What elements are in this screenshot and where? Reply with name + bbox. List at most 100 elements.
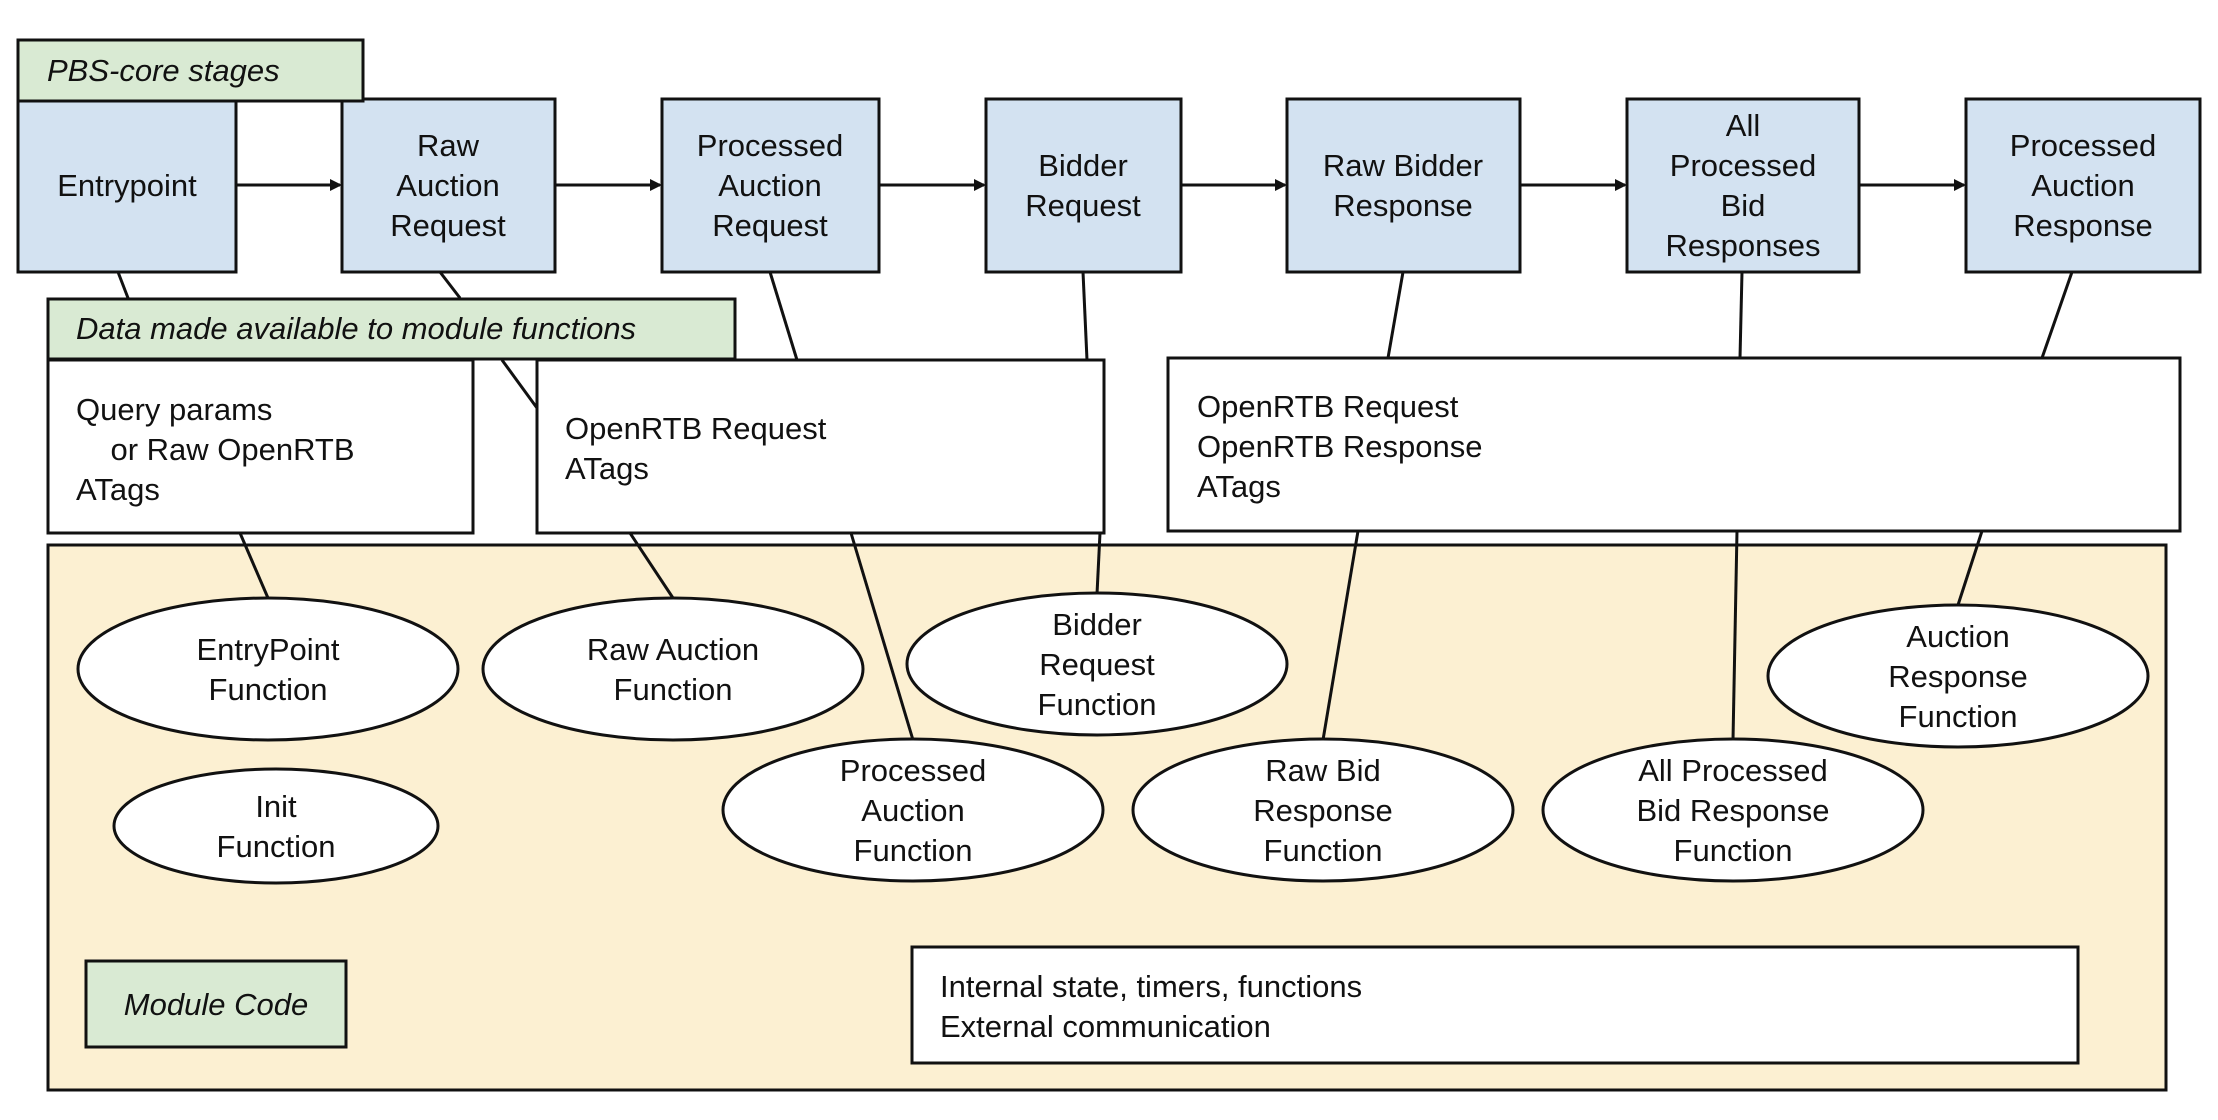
text-line: Function [614,672,733,707]
text-line: Response [2013,208,2153,243]
text-line: Init [255,789,297,824]
module-code-label: Module Code [124,987,308,1022]
raw-auction-function-ellipse [481,596,865,742]
data-box-responses [1166,356,2182,533]
text-line: All Processed [1638,753,1828,788]
text-line: Responses [1665,228,1820,263]
connector-data3-to-allprocessedfn [1731,530,1739,741]
internal-state-box [910,945,2080,1065]
all-processed-bid-response-function-ellipse [1541,737,1925,883]
text-line: Auction [2031,168,2134,203]
stage-box-raw-bidder-response [1285,97,1522,274]
text-line: Auction [1906,619,2009,654]
raw-bid-response-function-ellipse [1131,737,1515,883]
connector-bidderrequest-to-data2 [1081,271,1089,361]
connector-lines [116,271,2074,741]
connector-data1-to-entrypointfn [238,532,270,599]
text-line: Auction [396,168,499,203]
pbs-core-stages-label-box [16,38,365,103]
connector-rawauction-to-data2 [438,271,462,299]
text-line: Request [1039,647,1155,682]
function-ellipses [76,591,2150,885]
connector-entrypoint-to-data1 [116,271,130,299]
connector-rawauction-to-data2-lower [500,359,539,409]
connector-data2-to-bidderrequestfn [1095,532,1102,595]
text-line: Raw Bid [1265,753,1380,788]
text-line: Bidder [1052,607,1142,642]
stage-box-bidder-request [984,97,1183,274]
text-line: Bid [1721,188,1766,223]
text-line: Function [217,829,336,864]
text-line: Processed [1670,148,1816,183]
text-line: Raw Bidder [1323,148,1483,183]
data-boxes [46,356,2182,535]
text-line: Auction [718,168,821,203]
text-line: Function [1674,833,1793,868]
text-line: EntryPoint [196,632,339,667]
text-line: ATags [1197,469,1281,504]
text-line: Response [1333,188,1473,223]
text-line: Raw [417,128,480,163]
text-line: Function [1264,833,1383,868]
text-line: Internal state, timers, functions [940,969,1362,1004]
text-line: Bid Response [1636,793,1829,828]
stage-box-all-processed-bid-responses [1625,97,1861,274]
connector-data3-to-rawbidfn [1321,530,1360,741]
stage-boxes [16,97,2202,274]
data-box-entrypoint [46,358,475,535]
stage-box-entrypoint [16,97,238,274]
text-line: Response [1253,793,1393,828]
text-line: Raw Auction [587,632,759,667]
text-line: Function [1899,699,2018,734]
text-line: OpenRTB Request [565,411,827,446]
module-code-label-box [84,959,348,1049]
pbs-core-stages-label: PBS-core stages [47,53,280,88]
text-line: All [1726,108,1760,143]
stage-box-raw-auction-request [340,97,557,274]
text-line: Request [390,208,506,243]
text-line: Bidder [1038,148,1128,183]
stage-box-processed-auction-response [1964,97,2202,274]
text-line: Request [1025,188,1141,223]
data-available-label: Data made available to module functions [76,311,636,346]
text-line: Function [854,833,973,868]
connector-rawbidder-to-data3 [1386,271,1405,359]
text-line: Processed [2010,128,2156,163]
text-line: OpenRTB Response [1197,429,1482,464]
init-function-ellipse [112,767,440,885]
text-line: Processed [840,753,986,788]
auction-response-function-ellipse [1766,603,2150,749]
stage-entrypoint-text: Entrypoint [57,168,197,203]
processed-auction-function-ellipse [721,737,1105,883]
connector-data2-to-rawauctionfn [628,532,675,599]
text-line: Processed [697,128,843,163]
connector-processedresponse-to-data3 [2040,271,2074,359]
text-line: or Raw OpenRTB [76,432,355,467]
text-line: Request [712,208,828,243]
connector-data3-to-auctionresponsefn [1956,530,1984,606]
text-line: External communication [940,1009,1271,1044]
data-box-auction-request [535,358,1106,535]
connector-data2-to-processedauctionfn [849,532,915,741]
text-line: Query params [76,392,272,427]
connector-allprocessed-to-data3 [1738,271,1744,359]
